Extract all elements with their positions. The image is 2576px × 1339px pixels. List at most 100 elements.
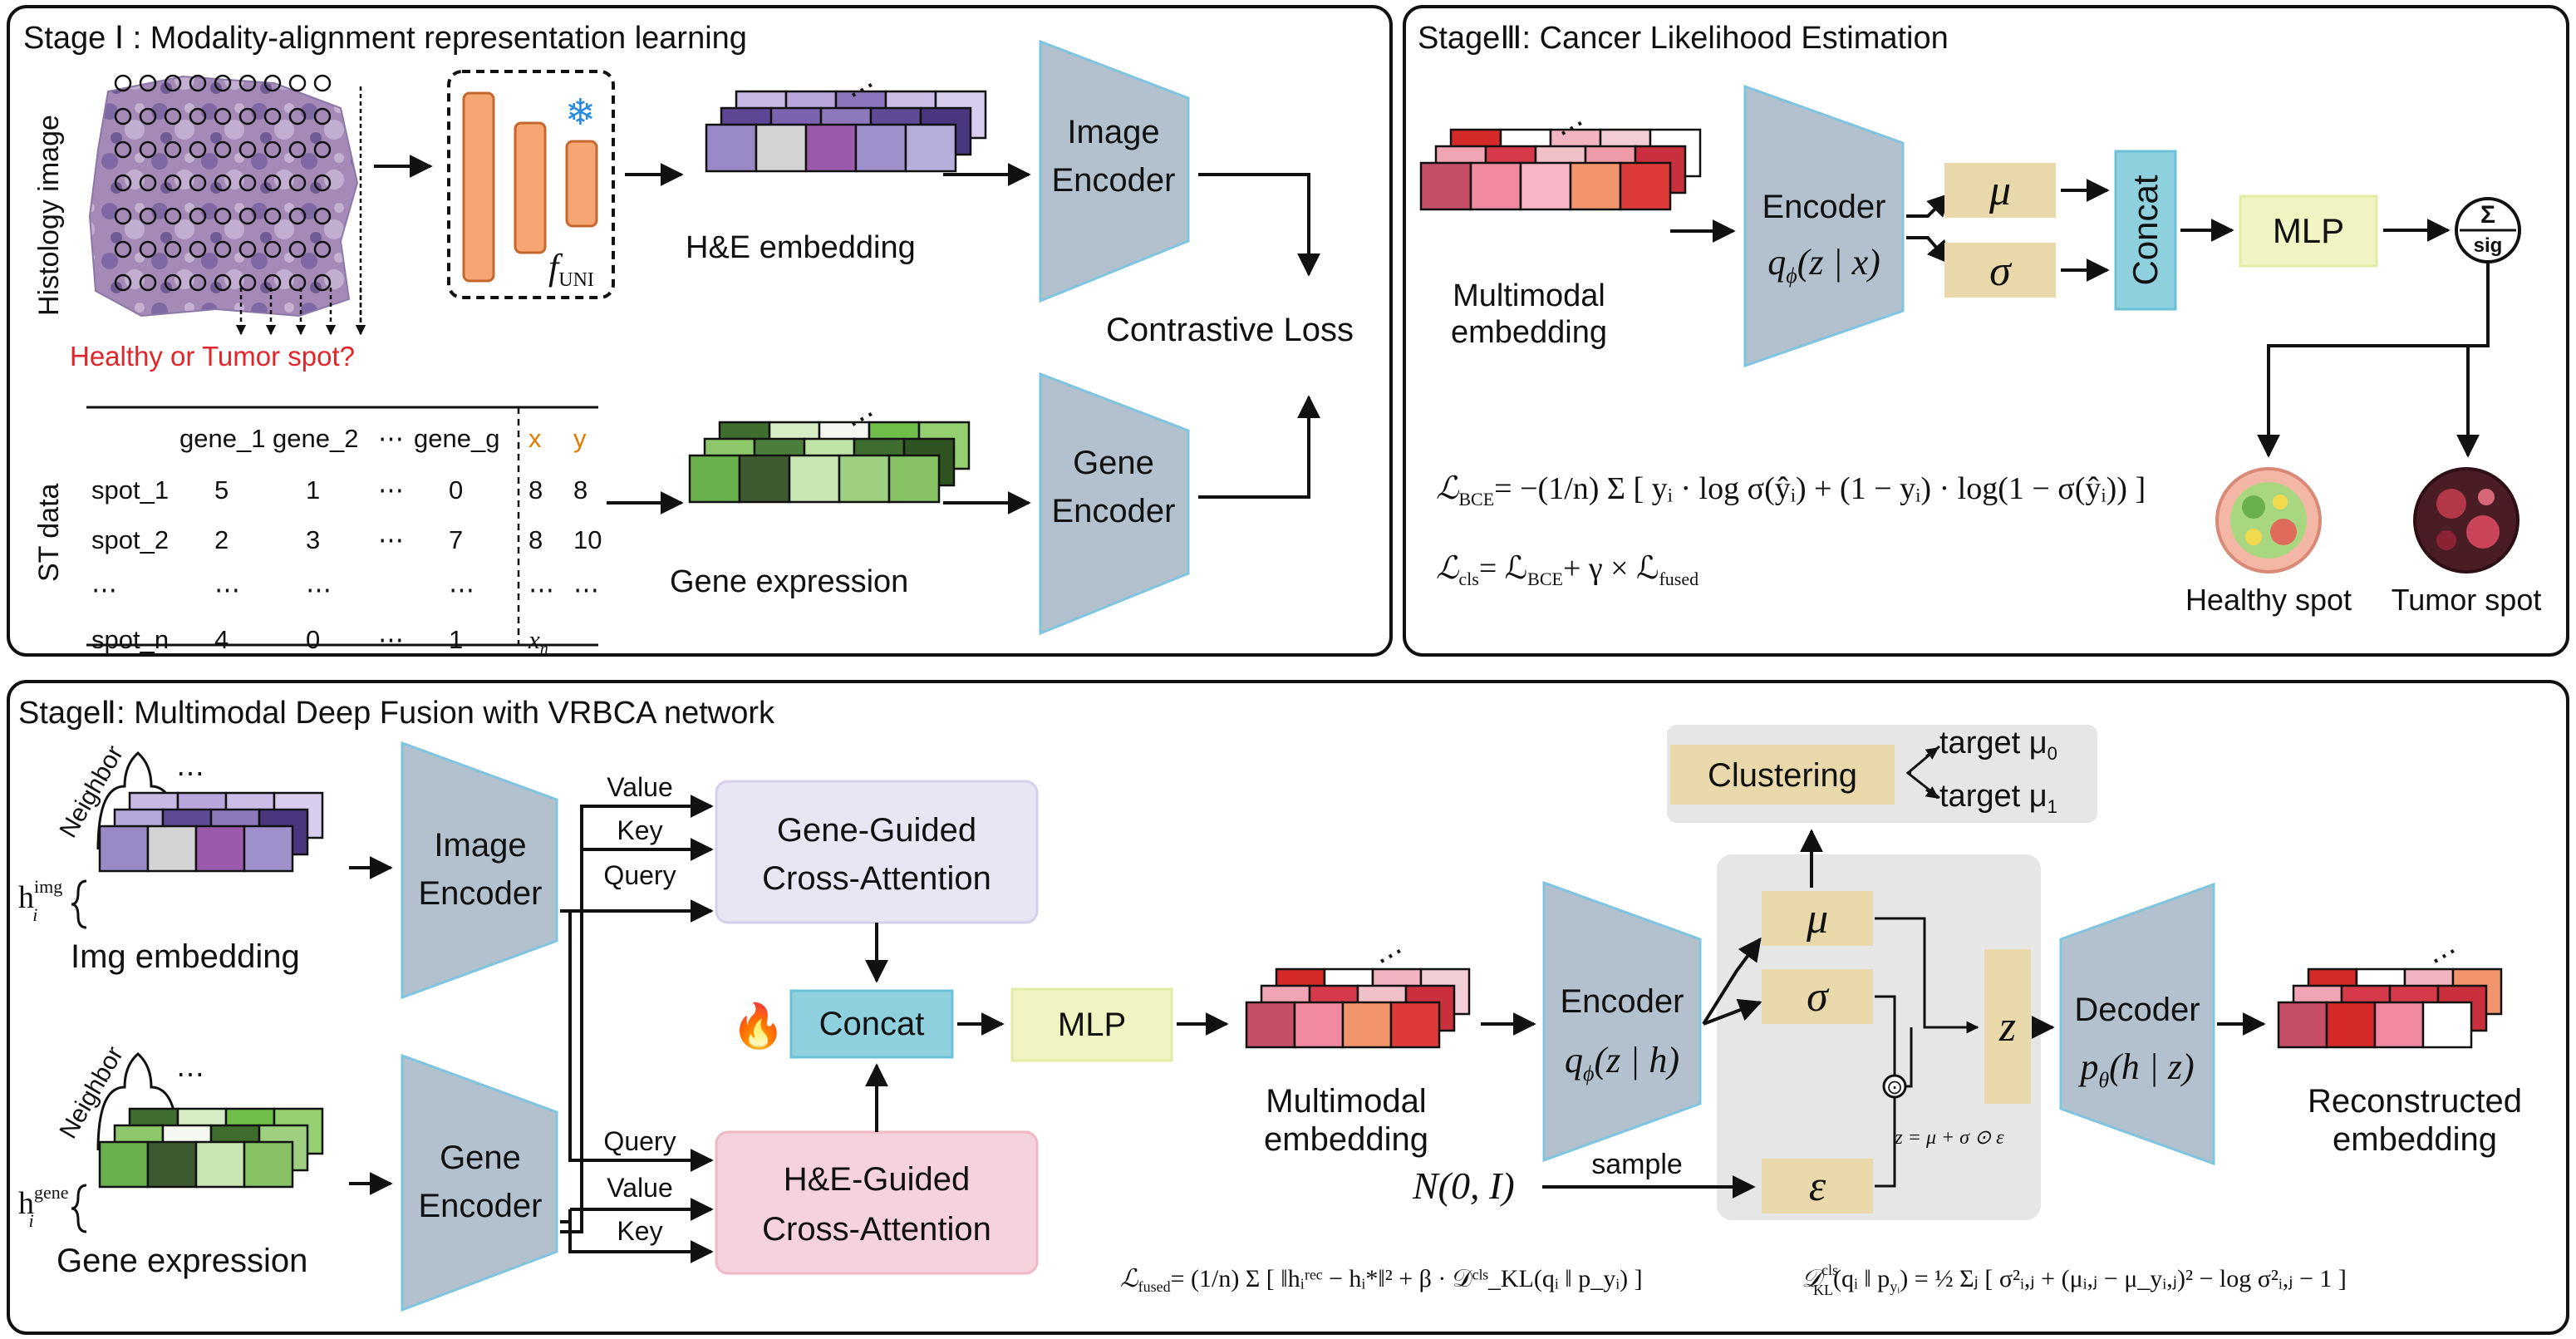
question-label: Healthy or Tumor spot? xyxy=(70,341,355,372)
header-ellipsis: ⋯ xyxy=(378,424,404,453)
gene-expression-label-s2: Gene expression xyxy=(57,1243,307,1279)
stage3-title: StageⅢ: Cancer Likelihood Estimation xyxy=(1418,21,1949,56)
header-gene-1: gene_1 xyxy=(179,424,265,453)
spot-circle xyxy=(288,107,307,126)
spot-circle xyxy=(114,174,132,192)
embedding-cell xyxy=(1469,161,1522,211)
spot-circle xyxy=(214,240,232,258)
embedding-cell xyxy=(98,1140,150,1189)
spot-circle xyxy=(238,240,257,258)
table-cell: ⋯ xyxy=(378,475,404,505)
spot-circle xyxy=(214,74,232,92)
header-x: x xyxy=(528,424,542,453)
sample-label: sample xyxy=(1591,1149,1683,1180)
embedding-cell xyxy=(904,123,957,173)
spot-circle xyxy=(189,140,207,159)
stage2-encoder-func: qϕ(z | h) xyxy=(1565,1040,1679,1085)
spot-circle xyxy=(114,240,132,258)
table-cell: 10 xyxy=(573,525,602,554)
stage1-gene-encoder xyxy=(1039,372,1190,636)
svg-text:sig: sig xyxy=(2474,234,2503,257)
embedding-cell xyxy=(194,1140,246,1189)
spot-circle xyxy=(214,107,232,126)
target-mu0-label: target μ0 xyxy=(1939,726,2057,764)
spot-circle xyxy=(114,207,132,225)
stage3-encoder xyxy=(1743,84,1905,368)
spot-circle xyxy=(114,140,132,159)
table-cell: spot_1 xyxy=(91,475,169,505)
stage2-gene-encoder-label-2: Encoder xyxy=(419,1188,543,1224)
spot-circle xyxy=(114,74,132,92)
decoder-func: pθ(h | z) xyxy=(2077,1046,2194,1092)
spot-circle xyxy=(214,273,232,292)
embedding-cell xyxy=(1569,161,1622,211)
embedding-cell xyxy=(854,123,907,173)
spot-circle xyxy=(288,174,307,192)
spot-circle xyxy=(189,74,207,92)
spot-circle xyxy=(214,140,232,159)
stage3-encoder-label: Encoder xyxy=(1762,189,1886,225)
embedding-cell xyxy=(1293,1001,1345,1049)
embedding-cell xyxy=(98,825,150,873)
embedding-cell xyxy=(2373,1001,2425,1049)
stage3-concat-label: Concat xyxy=(2126,175,2165,285)
table-cell: 0 xyxy=(306,625,320,654)
key-label-bottom: Key xyxy=(617,1216,662,1246)
spot-circle xyxy=(238,107,257,126)
spot-circle xyxy=(238,140,257,159)
stage3-mm-label-2: embedding xyxy=(1451,315,1607,350)
stage3-panel: StageⅢ: Cancer Likelihood Estimation ⋯ M… xyxy=(1403,5,2569,657)
spot-circle xyxy=(139,140,157,159)
frozen-uni-model: ❄ fUNI xyxy=(447,70,615,299)
stage1-panel: Stage Ⅰ : Modality-alignment representat… xyxy=(7,5,1393,658)
table-cell: 8 xyxy=(528,475,543,505)
spot-circle xyxy=(263,174,282,192)
stage1-image-encoder xyxy=(1039,39,1190,303)
table-cell: ⋯ xyxy=(378,625,404,654)
embedding-cell xyxy=(788,454,841,504)
stage3-sigma: σ xyxy=(1989,248,2013,295)
stage2-mu-box xyxy=(1762,891,1873,946)
embedding-cell xyxy=(1619,161,1672,211)
spot-circle xyxy=(164,174,182,192)
he-guided-attention xyxy=(715,1130,1039,1275)
spot-circle xyxy=(288,273,307,292)
embedding-cell xyxy=(1245,1001,1296,1049)
query-label-bottom: Query xyxy=(603,1126,676,1156)
header-gene-g: gene_g xyxy=(414,424,499,453)
embedding-cell xyxy=(2277,1001,2328,1049)
fire-icon: 🔥 xyxy=(731,1001,785,1051)
tumor-spot-label: Tumor spot xyxy=(2392,583,2542,617)
healthy-cell-icon xyxy=(2215,467,2322,574)
stage2-title: StageⅡ: Multimodal Deep Fusion with VRBC… xyxy=(18,696,775,731)
table-cell: 1 xyxy=(306,475,320,505)
value-label-bottom: Value xyxy=(607,1173,672,1203)
embedding-cell xyxy=(146,1140,198,1189)
spot-circle xyxy=(238,273,257,292)
spot-circle xyxy=(139,207,157,225)
spot-circle xyxy=(313,140,332,159)
stage2-concat xyxy=(789,989,954,1059)
embedding-cell xyxy=(738,454,791,504)
stage2-epsilon: ε xyxy=(1809,1163,1826,1210)
stage3-encoder-func: qϕ(z | x) xyxy=(1767,242,1880,288)
spot-circle xyxy=(313,207,332,225)
he-guided-label-1: H&E-Guided xyxy=(784,1161,971,1198)
stage3-mm-label-1: Multimodal xyxy=(1453,278,1605,313)
spot-circle xyxy=(313,273,332,292)
spot-circle xyxy=(263,240,282,258)
header-y: y xyxy=(573,424,587,453)
histology-label: Histology image xyxy=(33,115,65,316)
tumor-cell-icon xyxy=(2413,467,2519,574)
spot-circle xyxy=(238,207,257,225)
spot-circle xyxy=(263,107,282,126)
spot-circle xyxy=(114,107,132,126)
stage2-image-encoder xyxy=(401,741,558,1000)
svg-text:⋯: ⋯ xyxy=(176,1059,204,1090)
stage3-mlp-label: MLP xyxy=(2273,211,2344,250)
loss-cls-formula: ℒcls= ℒBCE+ γ × ℒfused xyxy=(1436,551,1698,589)
stage2-mlp xyxy=(1010,987,1173,1062)
